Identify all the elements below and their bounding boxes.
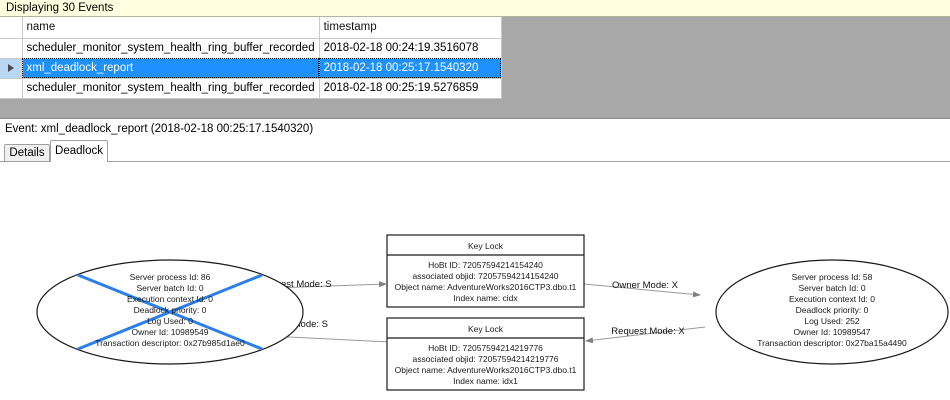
process-node-right[interactable]: Server process Id: 58 Server batch Id: 0… <box>715 259 949 365</box>
tab-strip-underline-gap <box>51 161 107 162</box>
process-left-line-6: Owner Id: 10989549 <box>131 327 208 337</box>
selected-event-caption: Event: xml_deadlock_report (2018-02-18 0… <box>0 120 950 139</box>
tab-strip-underline <box>0 161 950 162</box>
process-left-line-3: Execution context Id: 0 <box>127 294 213 304</box>
key-lock-top-line-3: Object name: AdventureWorks2016CTP3.dbo.… <box>395 282 577 292</box>
cell-name[interactable]: scheduler_monitor_system_health_ring_buf… <box>22 78 320 99</box>
key-lock-top-line-1: HoBt ID: 72057594214154240 <box>428 260 543 270</box>
edge-right-request: Request Mode: X <box>585 326 706 344</box>
process-left-line-7: Transaction descriptor: 0x27b985d1ae0 <box>95 338 245 348</box>
events-table: name timestamp scheduler_monitor_system_… <box>0 17 502 99</box>
edge-right-owner: Owner Mode: X <box>583 280 701 298</box>
process-right-line-1: Server process Id: 58 <box>792 272 873 282</box>
cell-timestamp[interactable]: 2018-02-18 00:24:19.3516078 <box>319 38 502 59</box>
edge-label-left-request: Request Mode: S <box>258 279 331 290</box>
row-selector-arrow-icon <box>7 64 14 72</box>
process-left-line-1: Server process Id: 86 <box>130 272 211 282</box>
tab-details[interactable]: Details <box>4 144 50 162</box>
row-handle[interactable] <box>0 78 23 99</box>
column-header-timestamp[interactable]: timestamp <box>319 17 502 39</box>
cell-timestamp[interactable]: 2018-02-18 00:25:17.1540320 <box>319 58 502 79</box>
process-right-line-3: Execution context Id: 0 <box>789 294 875 304</box>
key-lock-bottom-line-2: associated objid: 72057594214219776 <box>412 354 558 364</box>
tab-strip: Details Deadlock <box>0 140 950 162</box>
process-left-line-5: Log Used: 0 <box>147 316 193 326</box>
process-node-left[interactable]: Server process Id: 86 Server batch Id: 0… <box>36 259 304 365</box>
edge-label-right-request: Request Mode: X <box>611 326 685 337</box>
key-lock-bottom-line-1: HoBt ID: 72057594214219776 <box>428 343 543 353</box>
process-right-line-6: Owner Id: 10989547 <box>793 327 870 337</box>
process-right-line-2: Server batch Id: 0 <box>798 283 865 293</box>
process-right-line-7: Transaction descriptor: 0x27ba15a4490 <box>757 338 907 348</box>
edge-label-right-owner: Owner Mode: X <box>612 280 679 291</box>
process-left-line-4: Deadlock priority: 0 <box>134 305 207 315</box>
process-left-line-2: Server batch Id: 0 <box>136 283 203 293</box>
deadlock-graph-pane[interactable]: Request Mode: S Owner Mode: S Owner Mode… <box>0 162 950 400</box>
cell-name[interactable]: xml_deadlock_report <box>22 58 320 79</box>
key-lock-top-line-2: associated objid: 72057594214154240 <box>412 271 558 281</box>
cell-name[interactable]: scheduler_monitor_system_health_ring_buf… <box>22 38 320 59</box>
table-row-selected[interactable]: xml_deadlock_report 2018-02-18 00:25:17.… <box>0 58 502 79</box>
row-handle-selected[interactable] <box>0 58 23 79</box>
row-handle[interactable] <box>0 38 23 59</box>
table-row[interactable]: scheduler_monitor_system_health_ring_buf… <box>0 38 502 59</box>
process-right-line-4: Deadlock priority: 0 <box>796 305 869 315</box>
events-grid[interactable]: name timestamp scheduler_monitor_system_… <box>0 17 950 119</box>
key-lock-bottom-line-3: Object name: AdventureWorks2016CTP3.dbo.… <box>395 365 577 375</box>
cell-timestamp[interactable]: 2018-02-18 00:25:19.5276859 <box>319 78 502 99</box>
table-header-row: name timestamp <box>0 17 502 39</box>
process-right-line-5: Log Used: 252 <box>804 316 860 326</box>
column-header-name[interactable]: name <box>22 17 320 39</box>
key-lock-top-line-4: Index name: cidx <box>453 293 518 303</box>
resource-node-key-lock-top[interactable]: Key Lock HoBt ID: 72057594214154240 asso… <box>386 234 585 308</box>
key-lock-top-title: Key Lock <box>468 241 504 251</box>
key-lock-bottom-title: Key Lock <box>468 324 504 334</box>
table-row[interactable]: scheduler_monitor_system_health_ring_buf… <box>0 78 502 99</box>
key-lock-bottom-line-4: Index name: idx1 <box>453 376 518 386</box>
tab-deadlock[interactable]: Deadlock <box>50 140 108 162</box>
column-header-rowhandle[interactable] <box>0 17 23 39</box>
victim-cross-icon <box>77 273 263 351</box>
events-count-banner: Displaying 30 Events <box>0 0 950 17</box>
resource-node-key-lock-bottom[interactable]: Key Lock HoBt ID: 72057594214219776 asso… <box>386 317 585 391</box>
